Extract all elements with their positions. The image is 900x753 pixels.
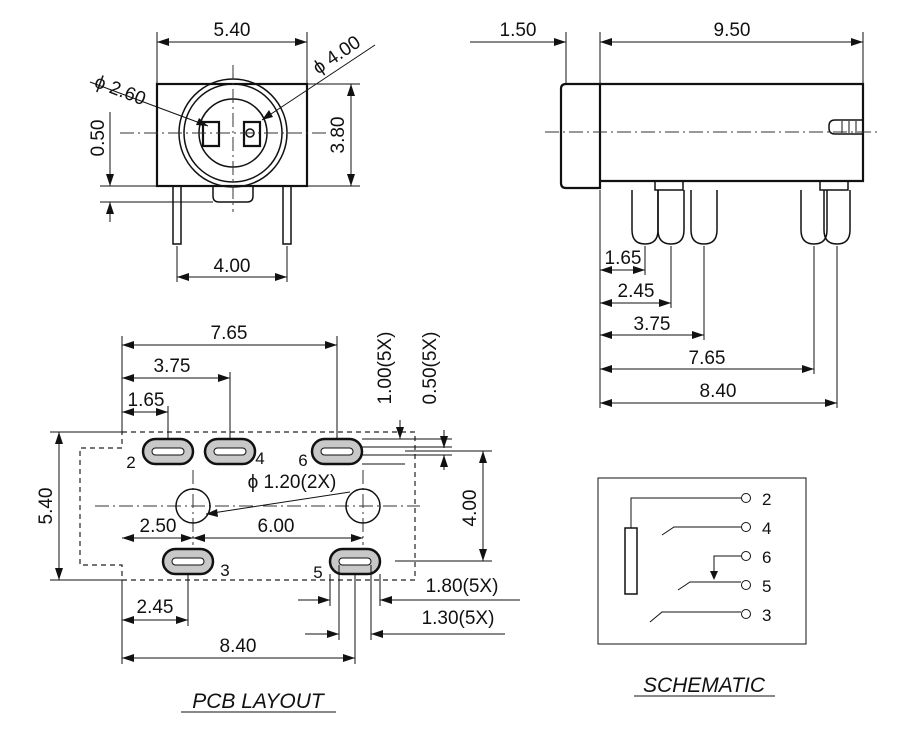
side-pin-1 xyxy=(631,190,659,245)
pcb-outline xyxy=(79,431,416,581)
pad-label-6: 6 xyxy=(298,451,307,470)
rear-contact xyxy=(828,119,863,135)
dim-pin-span: 4.00 xyxy=(214,256,251,277)
mount-hole-left xyxy=(175,488,211,524)
dim-dia-large: ϕ 4.00 xyxy=(309,32,365,79)
schematic-pin-5: 5 xyxy=(762,577,771,596)
schematic: 2 4 6 5 3 SCHEMATIC xyxy=(597,477,807,697)
front-pin-right xyxy=(282,186,292,245)
mount-hole-right xyxy=(345,488,381,524)
side-flange xyxy=(559,82,602,190)
side-pin-3 xyxy=(690,190,718,245)
dim-pcb-height: 5.40 xyxy=(36,488,57,525)
schematic-frame xyxy=(597,477,807,645)
dim-slot-len: 1.80(5X) xyxy=(426,576,499,597)
schematic-pin-3: 3 xyxy=(762,606,771,625)
side-pin-4 xyxy=(800,190,828,245)
bottom-tab xyxy=(212,186,254,203)
dim-pcb-250: 2.50 xyxy=(140,516,177,537)
dim-pcb-bottom-245: 2.45 xyxy=(137,597,174,618)
dim-side-3: 3.75 xyxy=(634,314,671,335)
schematic-pin-4: 4 xyxy=(762,519,771,538)
dim-pcb-765: 7.65 xyxy=(211,323,248,344)
dim-side-2: 2.45 xyxy=(618,281,655,302)
dim-dia-small: ϕ 2.60 xyxy=(92,72,149,111)
side-pin-2 xyxy=(657,190,685,245)
dim-pcb-600: 6.00 xyxy=(258,516,295,537)
right-contact xyxy=(242,120,262,148)
side-pin-5 xyxy=(823,190,851,245)
pad-label-4: 4 xyxy=(255,449,264,468)
dim-row-spacing: 4.00 xyxy=(460,490,481,527)
pad-label-3: 3 xyxy=(220,561,229,580)
dim-pad-width: 0.50(5X) xyxy=(420,332,441,405)
schematic-pin-6: 6 xyxy=(762,548,771,567)
dim-flange: 1.50 xyxy=(500,20,537,41)
pad-label-5: 5 xyxy=(313,563,322,582)
pad-label-2: 2 xyxy=(126,453,135,472)
dim-pcb-165: 1.65 xyxy=(128,390,165,411)
front-view: 5.40 ϕ 2.60 ϕ 4.00 0.50 3.80 4.00 xyxy=(88,20,376,282)
sleeve-bar xyxy=(624,527,638,595)
dim-side-4: 7.65 xyxy=(689,348,726,369)
dim-pcb-bottom-840: 8.40 xyxy=(220,636,257,657)
side-view: 1.50 9.50 1.65 2.45 3.75 7.65 8.40 xyxy=(470,20,880,408)
dim-hole-dia: ϕ 1.20(2X) xyxy=(248,472,337,493)
dim-slot-wid: 1.30(5X) xyxy=(422,608,495,629)
dim-side-body: 9.50 xyxy=(714,20,751,41)
front-pin-left xyxy=(172,186,182,245)
dim-front-width: 5.40 xyxy=(214,20,251,41)
dim-side-5: 8.40 xyxy=(700,381,737,402)
left-contact xyxy=(201,120,221,148)
dim-front-offset: 0.50 xyxy=(88,120,109,157)
dim-pcb-375: 3.75 xyxy=(154,356,191,377)
schematic-title: SCHEMATIC xyxy=(643,674,766,697)
schematic-pin-2: 2 xyxy=(762,490,771,509)
pcb-layout: 2 4 6 3 5 7.65 3.75 1.65 1.00(5X) 0.50(5… xyxy=(36,323,520,713)
dim-front-height: 3.80 xyxy=(328,117,349,154)
dim-side-1: 1.65 xyxy=(605,248,642,269)
dim-pad-height: 1.00(5X) xyxy=(375,332,396,405)
pcb-layout-title: PCB LAYOUT xyxy=(192,690,326,713)
